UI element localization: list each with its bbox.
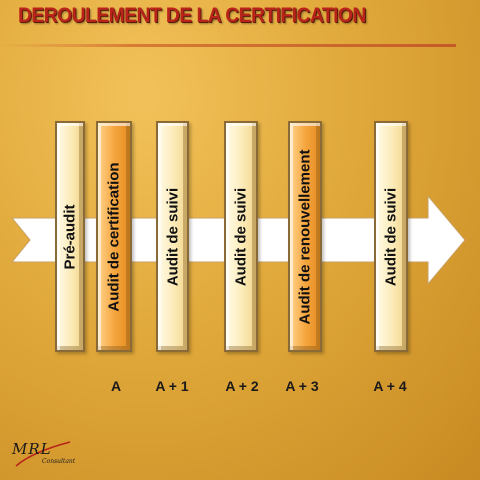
company-logo: MRL Consultant — [12, 438, 82, 474]
year-label: A + 4 — [373, 378, 407, 394]
step-label: Audit de suivi — [232, 187, 250, 286]
step-bar-renouvellement: Audit de renouvellement — [288, 121, 322, 352]
step-bar-certification: Audit de certification — [96, 121, 132, 352]
year-label: A + 1 — [155, 378, 189, 394]
year-label: A + 3 — [285, 378, 319, 394]
step-bar-suivi-1: Audit de suivi — [156, 121, 189, 352]
logo-text: MRL — [12, 440, 52, 458]
step-bar-suivi-3: Audit de suivi — [374, 121, 408, 352]
year-label: A — [110, 378, 122, 394]
logo-subtext: Consultant — [42, 458, 76, 465]
step-label: Audit de suivi — [382, 187, 400, 286]
step-label: Audit de renouvellement — [296, 148, 314, 325]
step-label: Audit de certification — [105, 161, 123, 312]
year-label: A + 2 — [225, 378, 259, 394]
step-label: Pré-audit — [61, 203, 79, 270]
step-bar-pre-audit: Pré-audit — [55, 121, 85, 352]
step-bar-suivi-2: Audit de suivi — [224, 121, 258, 352]
page-title: DEROULEMENT DE LA CERTIFICATION — [18, 4, 366, 27]
title-underline — [0, 44, 456, 47]
logo-swoosh-icon — [15, 441, 71, 467]
step-label: Audit de suivi — [164, 187, 181, 286]
